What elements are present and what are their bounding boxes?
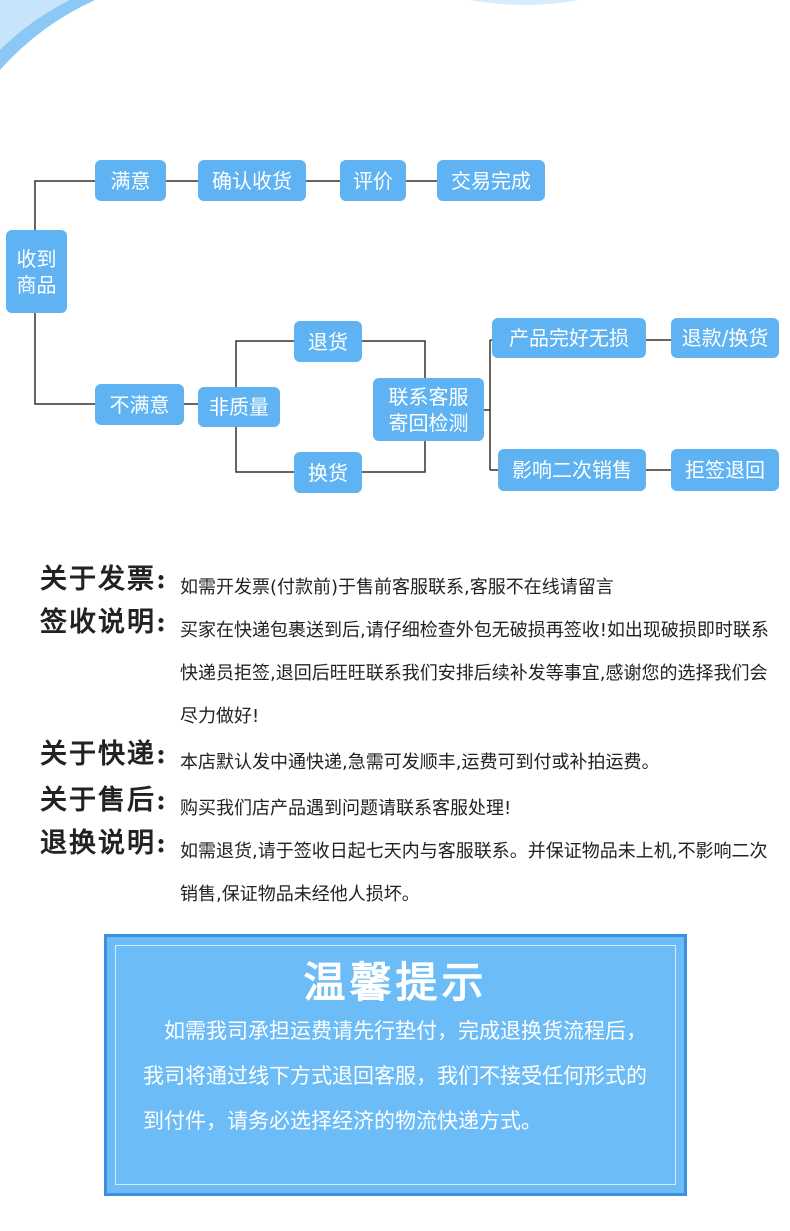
node-refund-exchange: 退款/换货 <box>671 318 779 358</box>
node-non-quality: 非质量 <box>198 387 280 427</box>
connector-received-unsatisfied <box>34 313 95 405</box>
info-signing: 签收说明: 买家在快递包裹送到后,请仔细检查外包无破损再签收!如出现破损即时联系… <box>40 605 770 740</box>
info-after-sales: 关于售后: 购买我们店产品遇到问题请联系客服处理! <box>40 783 770 823</box>
node-exchange-goods: 换货 <box>294 452 362 493</box>
info-courier-text: 本店默认发中通快递,急需可发顺丰,运费可到付或补拍运费。 <box>180 752 660 773</box>
connector-nonquality-return <box>235 340 294 387</box>
info-invoice: 关于发票: 如需开发票(付款前)于售前客服联系,客服不在线请留言 <box>40 562 770 602</box>
node-confirm-receipt: 确认收货 <box>198 160 306 201</box>
node-trade-complete: 交易完成 <box>437 160 545 201</box>
info-invoice-label: 关于发票: <box>40 564 168 595</box>
info-signing-label: 签收说明: <box>40 607 168 638</box>
info-courier: 关于快递: 本店默认发中通快递,急需可发顺丰,运费可到付或补拍运费。 <box>40 737 770 777</box>
node-affects-resale: 影响二次销售 <box>498 449 646 491</box>
info-after-sales-label: 关于售后: <box>40 785 168 816</box>
node-review: 评价 <box>340 160 406 201</box>
node-refuse-return: 拒签退回 <box>671 449 779 491</box>
node-return-goods: 退货 <box>294 321 362 362</box>
notice-inner-border <box>115 945 676 1185</box>
connector-received-satisfied <box>34 180 95 230</box>
node-satisfied: 满意 <box>95 160 166 201</box>
info-returns-text: 如需退货,请于签收日起七天内与客服联系。并保证物品未上机,不影响二次销售,保证物… <box>180 841 768 905</box>
node-product-intact: 产品完好无损 <box>492 318 646 358</box>
info-signing-text: 买家在快递包裹送到后,请仔细检查外包无破损再签收!如出现破损即时联系快递员拒签,… <box>180 620 769 727</box>
info-returns: 退换说明: 如需退货,请于签收日起七天内与客服联系。并保证物品未上机,不影响二次… <box>40 826 770 918</box>
node-unsatisfied: 不满意 <box>95 384 184 425</box>
connector-nonquality-exchange <box>235 427 294 473</box>
connector-exchange-contact <box>362 441 426 473</box>
info-courier-label: 关于快递: <box>40 739 168 770</box>
info-returns-label: 退换说明: <box>40 828 168 859</box>
flowchart-connectors <box>34 180 671 473</box>
info-invoice-text: 如需开发票(付款前)于售前客服联系,客服不在线请留言 <box>180 577 614 598</box>
node-received-goods: 收到 商品 <box>6 230 67 313</box>
info-after-sales-text: 购买我们店产品遇到问题请联系客服处理! <box>180 798 512 819</box>
notice-box: 温馨提示 如需我司承担运费请先行垫付，完成退换货流程后，我司将通过线下方式退回客… <box>104 934 687 1196</box>
notice-body: 如需我司承担运费请先行垫付，完成退换货流程后，我司将通过线下方式退回客服，我们不… <box>143 1019 647 1133</box>
notice-title: 温馨提示 <box>303 958 488 1007</box>
connector-return-contact <box>362 340 426 378</box>
node-contact-service: 联系客服 寄回检测 <box>373 378 484 441</box>
